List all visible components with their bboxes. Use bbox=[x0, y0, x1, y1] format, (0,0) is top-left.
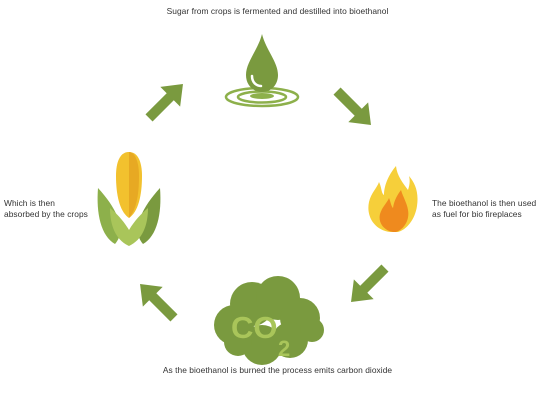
flame-icon bbox=[368, 166, 418, 232]
co2-cloud-icon: CO 2 bbox=[214, 276, 324, 365]
arrow-down-left-icon bbox=[351, 264, 389, 302]
co2-subscript: 2 bbox=[278, 336, 290, 361]
arrow-up-right-icon bbox=[145, 84, 183, 122]
arrow-up-left-icon bbox=[140, 284, 178, 322]
co2-label: CO bbox=[231, 310, 278, 345]
step-right-line-1: The bioethanol is then used bbox=[432, 198, 537, 208]
droplet-icon bbox=[224, 34, 300, 108]
step-left-line-2: absorbed by the crops bbox=[4, 209, 88, 219]
step-right-line-2: as fuel for bio fireplaces bbox=[432, 209, 522, 219]
corn-icon bbox=[97, 152, 161, 246]
step-bottom-caption: As the bioethanol is burned the process … bbox=[162, 365, 393, 375]
step-left-line-1: Which is then bbox=[4, 198, 55, 208]
step-right-caption: The bioethanol is then used as fuel for … bbox=[432, 198, 536, 220]
step-top-caption: Sugar from crops is fermented and destil… bbox=[166, 6, 389, 16]
step-left-caption: Which is then absorbed by the crops bbox=[4, 198, 88, 220]
arrow-down-right-icon bbox=[333, 87, 371, 125]
